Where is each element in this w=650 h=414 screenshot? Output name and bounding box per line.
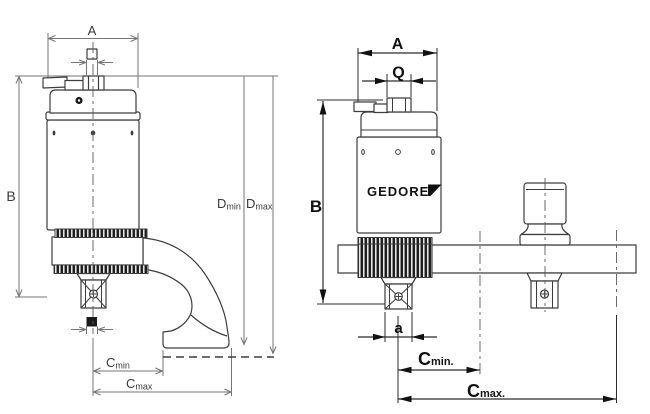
left-view-labels: A B Cmin Cmax Dmin Dmax <box>6 23 273 392</box>
dim-label-cmax-right: Cmax. <box>467 381 505 401</box>
input-drive-nut-front <box>386 97 412 113</box>
right-view-labels: A Q B a Cmin. Cmax. <box>310 36 505 401</box>
output-drive-collar <box>76 272 111 281</box>
ratchet-lever-grip <box>42 76 68 89</box>
gedore-flag-icon <box>428 184 442 196</box>
reaction-arm-foot-edge <box>190 314 228 337</box>
gedore-logo-text: GEDORE <box>367 184 429 199</box>
lower-housing <box>51 236 144 266</box>
dim-label-b-right: B <box>310 197 322 216</box>
ratchet-lever-stem-front <box>373 103 389 114</box>
right-view-arrowheads <box>319 49 616 403</box>
body-screw-right-front <box>431 149 435 155</box>
input-drive-nut-facets <box>87 76 100 90</box>
dim-label-cmin-right: Cmin. <box>418 349 454 369</box>
knurled-ring-lower <box>53 264 149 274</box>
dim-label-cmax-left: Cmax <box>126 376 153 392</box>
reaction-arm <box>142 237 230 349</box>
ratchet-lever-stem <box>64 79 85 91</box>
output-drive-pin-cross <box>90 291 97 297</box>
dim-label-a-drive: a <box>394 320 403 337</box>
dim-label-cmin-left: Cmin <box>106 355 130 371</box>
input-drive-nut <box>82 75 105 91</box>
output-square-extensions <box>86 326 98 334</box>
gedore-logo: GEDORE <box>367 184 442 199</box>
input-square-extensions <box>86 60 98 75</box>
head-cap-front <box>360 111 438 138</box>
ratchet-lever-grip-front <box>353 101 377 113</box>
bar-drive-facets <box>536 281 553 308</box>
left-view-arrowheads <box>15 35 277 396</box>
dim-label-dmax: Dmax <box>246 196 273 212</box>
dim-label-a-right: A <box>392 36 404 53</box>
body-screw-center-front <box>395 149 401 155</box>
dim-label-dmin: Dmin <box>217 196 241 212</box>
body-screw-left-front <box>361 149 365 155</box>
knurled-ring-upper <box>54 228 148 238</box>
right-view-device <box>337 97 637 310</box>
dim-label-b-left: B <box>6 188 15 204</box>
right-view: GEDORE A Q B a Cmin. Cmax. <box>310 36 637 403</box>
output-drive-collar-front <box>380 276 417 285</box>
dim-label-q: Q <box>392 65 404 82</box>
output-drive-pin-cross-front <box>395 293 402 300</box>
left-view: A B Cmin Cmax Dmin Dmax <box>6 23 278 396</box>
bar-drive-pin-cross <box>541 291 548 297</box>
body-screw-left <box>52 130 56 136</box>
bar-drive-collar <box>526 272 563 282</box>
left-view-dimension-lines <box>15 33 278 396</box>
body-screw-right <box>130 130 134 136</box>
output-square-symbol <box>86 317 97 327</box>
input-drive-nut-facets-front <box>392 98 406 112</box>
input-square-symbol <box>86 48 98 60</box>
dim-label-a-left: A <box>88 23 97 38</box>
right-view-centerlines <box>479 178 617 377</box>
cap-button-center <box>77 99 81 102</box>
dim-q-extensions <box>386 74 412 97</box>
